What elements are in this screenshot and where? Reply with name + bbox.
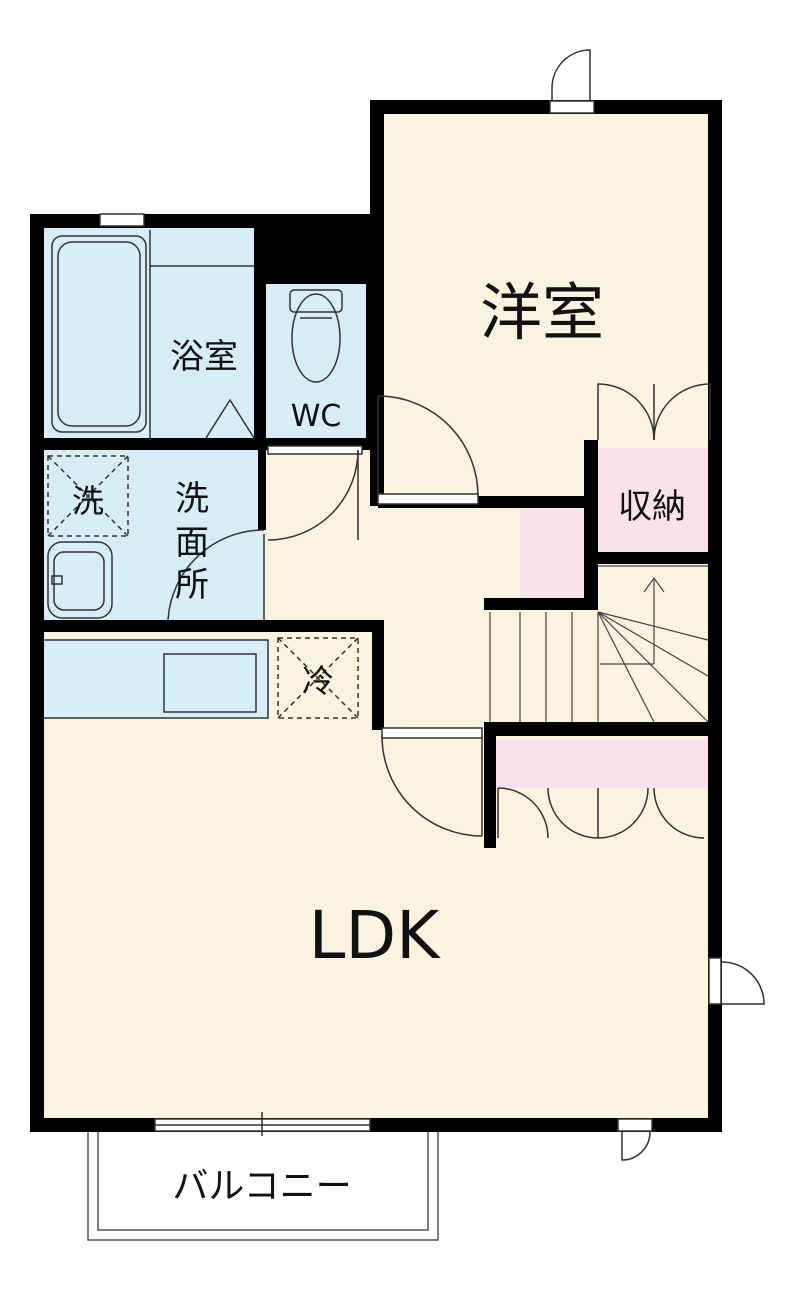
label-western-room: 洋室 (480, 276, 604, 349)
fixtures (47, 230, 359, 719)
closet-lower-floor (494, 740, 712, 788)
floor-areas (38, 108, 714, 1126)
label-washroom-1: 洗 (175, 479, 209, 519)
label-washer: 洗 (72, 482, 104, 520)
label-ldk: LDK (309, 897, 442, 974)
wc-floor (264, 282, 372, 446)
washer-pad (47, 455, 129, 537)
drain-triangle (205, 398, 255, 439)
bathtub (51, 235, 147, 433)
bathtub-inner (57, 241, 141, 427)
room-labels: 洋室 収納 浴室 WC 洗 面 所 洗 冷 LDK バルコニー (72, 276, 686, 1207)
label-fridge: 冷 (302, 662, 334, 700)
closet-upper-floor (520, 506, 584, 600)
label-balcony: バルコニー (172, 1166, 351, 1207)
toilet-tank (289, 289, 343, 313)
kitchen-counter (41, 639, 269, 719)
balcony (87, 1132, 439, 1241)
stairs (489, 565, 709, 723)
label-toilet: WC (291, 399, 342, 434)
label-washroom-2: 面 (175, 523, 209, 563)
washroom-floor (38, 448, 264, 624)
label-storage: 収納 (618, 487, 686, 527)
walls (30, 100, 722, 1132)
kitchen-sink (163, 653, 257, 713)
fridge-pad (277, 637, 359, 719)
label-washroom-3: 所 (175, 565, 209, 605)
door-swings (167, 49, 765, 1161)
washbasin (47, 541, 113, 619)
toilet-bowl (291, 293, 341, 383)
storage-floor (596, 448, 712, 556)
western-room-floor (378, 108, 714, 500)
label-bathroom: 浴室 (170, 337, 238, 377)
windows (99, 100, 722, 1136)
